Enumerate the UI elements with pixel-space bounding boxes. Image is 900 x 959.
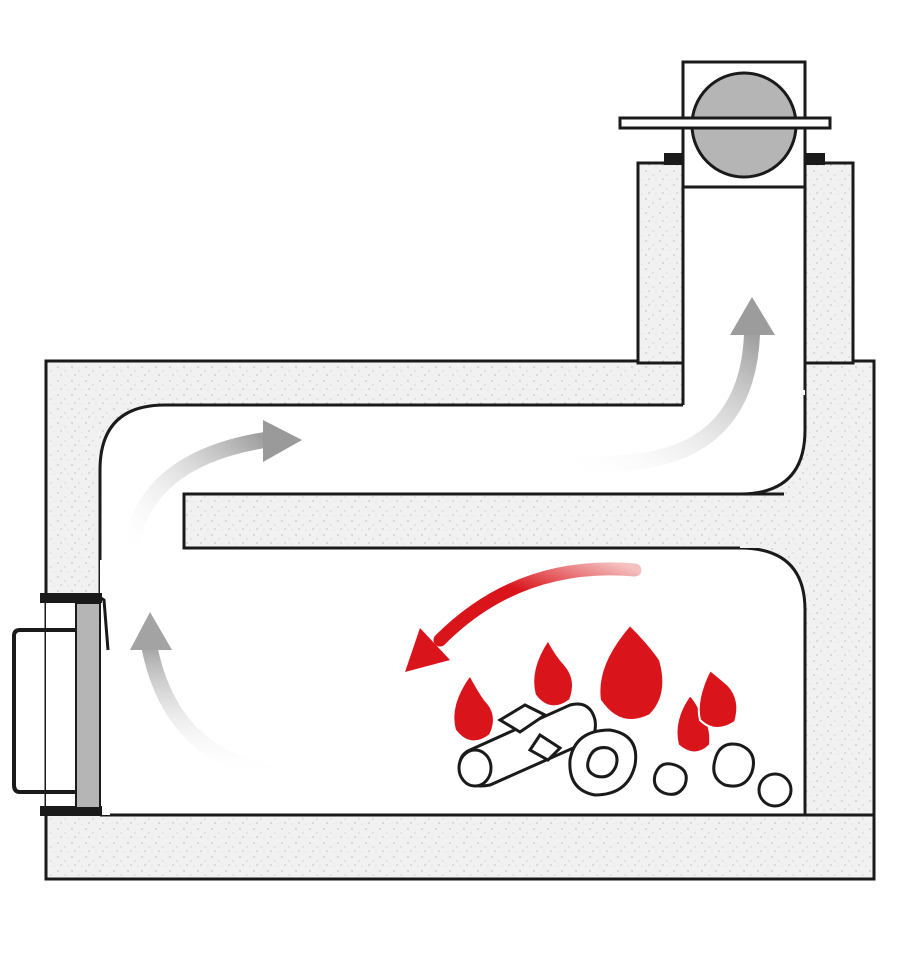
smoke-arrow-turn [122,432,273,563]
heat-flow-arrow [405,562,642,672]
smoke-arrow-chimney-head [730,297,775,335]
baffle-partition [184,494,784,548]
smoke-arrow-rise [142,642,353,785]
firebox-door-icon [12,593,110,816]
smoke-arrow-turn-head [263,420,302,462]
log-icon [457,702,793,808]
smoke-flow-arrows [122,297,775,785]
smoke-arrow-chimney [547,327,760,472]
damper-valve-icon [618,60,832,189]
flame-icon [452,623,739,754]
smoke-arrow-rise-head [130,612,172,650]
